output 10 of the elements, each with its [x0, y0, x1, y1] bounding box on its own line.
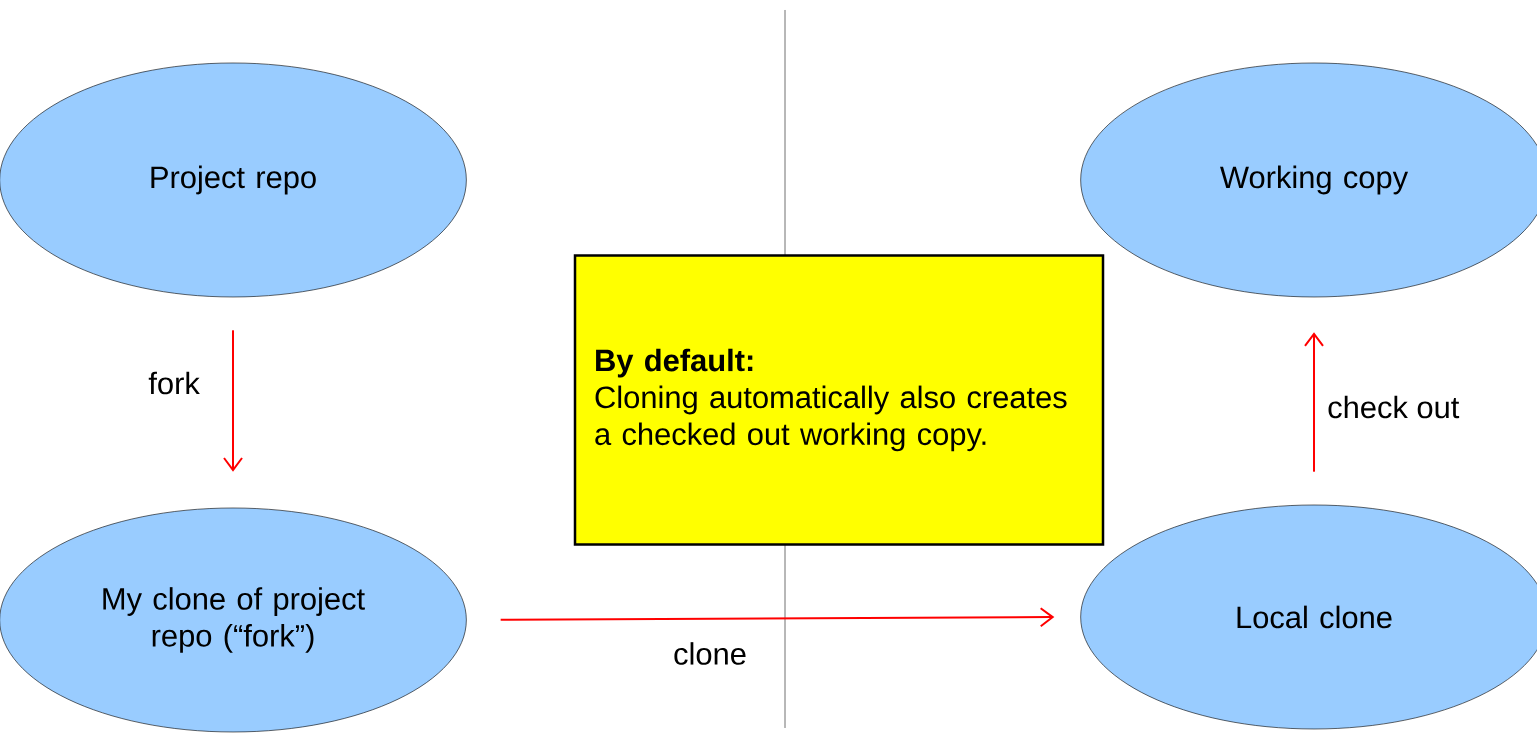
arrow [1304, 332, 1324, 473]
ellipse-node: Working copy [1080, 62, 1537, 298]
edge-label: clone [671, 640, 749, 667]
arrow [223, 329, 243, 472]
note-box: By default: Cloning automatically also creates a checked out working copy. [573, 254, 1105, 546]
ellipse-node: My clone of project repo (“fork”) [0, 507, 467, 733]
ellipse-node: Local clone [1080, 504, 1537, 730]
edge-label: fork [146, 369, 202, 397]
edge-label: check out [1325, 393, 1462, 421]
arrow [499, 607, 1055, 628]
